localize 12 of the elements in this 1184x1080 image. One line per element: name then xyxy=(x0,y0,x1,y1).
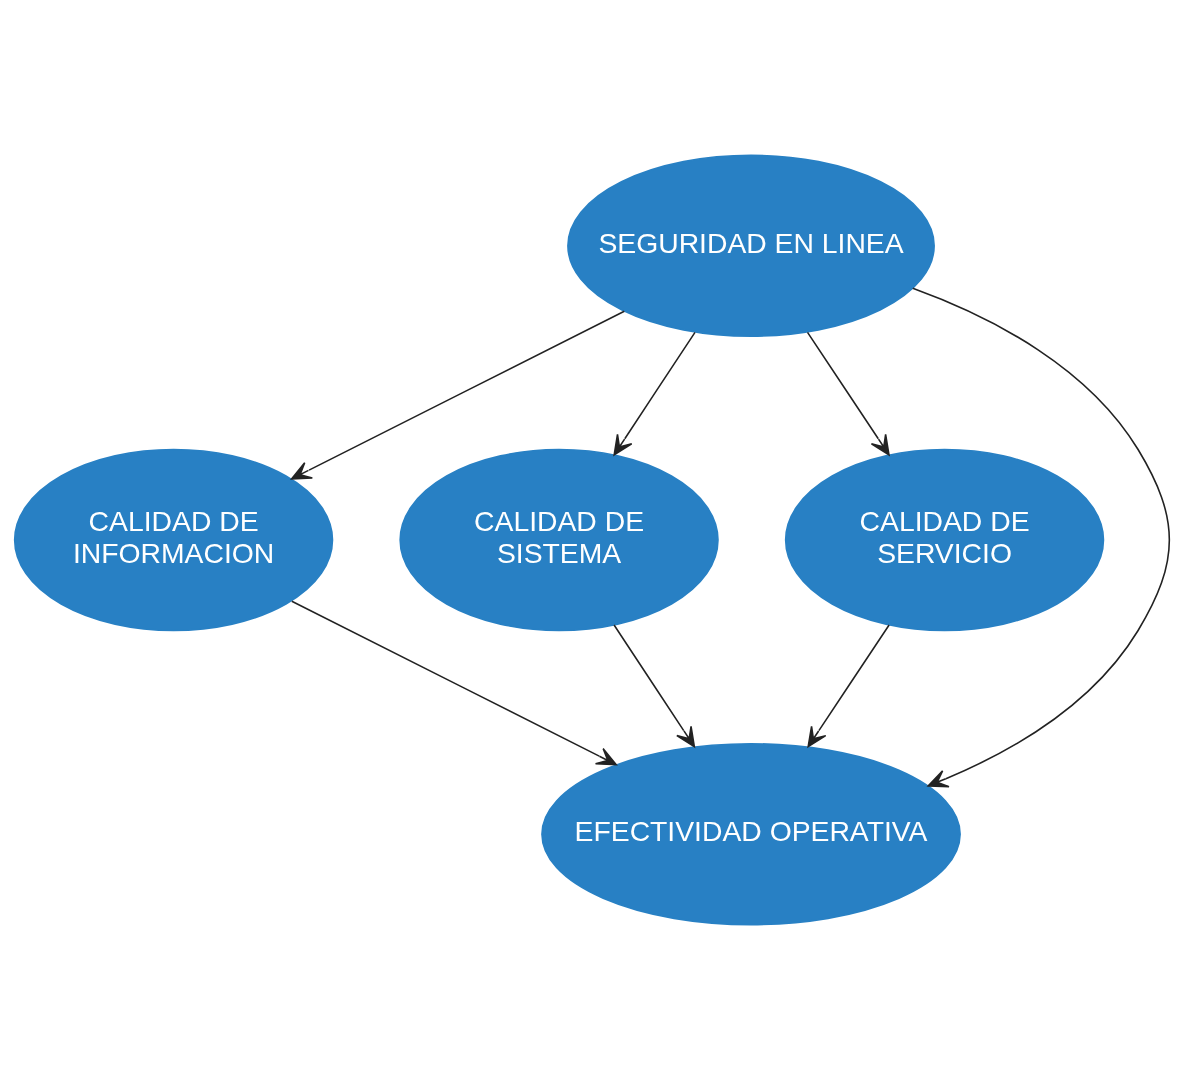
arrow xyxy=(613,624,696,748)
arrow xyxy=(807,624,890,748)
node-ellipse: CALIDAD DE SERVICIO xyxy=(784,448,1105,632)
node-ellipse: EFECTIVIDAD OPERATIVA xyxy=(541,742,961,926)
arrow xyxy=(912,287,1171,788)
node-ellipse: SEGURIDAD EN LINEA xyxy=(567,154,935,338)
node-ellipse: CALIDAD DE INFORMACION xyxy=(13,448,334,632)
node-ellipse: CALIDAD DE SISTEMA xyxy=(399,448,719,632)
arrow xyxy=(291,600,618,766)
arrow xyxy=(290,310,626,480)
arrow xyxy=(613,331,696,456)
arrow xyxy=(806,331,890,456)
